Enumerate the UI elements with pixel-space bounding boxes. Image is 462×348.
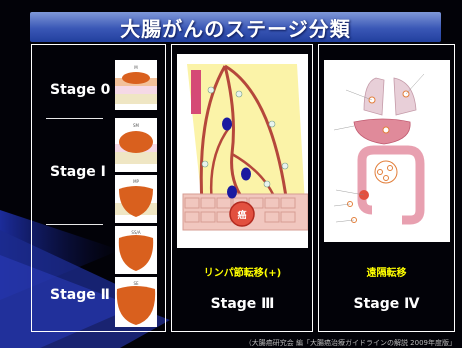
lymph-node-positive <box>227 186 237 199</box>
stage-3-label: Stage Ⅲ <box>177 296 308 312</box>
slide-title: 大腸がんのステージ分類 <box>120 13 351 42</box>
source-footnote: （大腸癌研究会 編「大腸癌治療ガイドラインの解説 2009年度版」 <box>245 338 456 348</box>
lymph-node-caption: リンパ節転移(+) <box>177 264 308 279</box>
title-bar: 大腸がんのステージ分類 <box>30 12 441 42</box>
stage-2-label: Stage Ⅱ <box>50 287 110 303</box>
tumor-depth-thumbnail: SM <box>115 118 157 172</box>
tumor-sm-diagram: SM <box>115 118 157 172</box>
vessel-bar <box>191 70 201 114</box>
tumor-depth-thumbnail: SE <box>115 277 157 327</box>
tumor-depth-thumbnail: MP <box>115 175 157 223</box>
stage-0-label: Stage 0 <box>50 82 110 98</box>
distant-metastasis-diagram <box>324 60 450 242</box>
distant-metastasis-caption: 遠隔転移 <box>318 264 455 279</box>
tag-m: M <box>134 65 138 70</box>
lymph-node-positive <box>241 168 251 181</box>
tumor-depth-thumbnail: SS/A <box>115 226 157 274</box>
tag-sm: SM <box>133 123 140 128</box>
stage-divider <box>46 118 103 119</box>
tumor-m-diagram: M <box>115 60 157 110</box>
stage-divider <box>46 224 103 225</box>
stage-4-label: Stage Ⅳ <box>318 296 455 312</box>
lymph-node-illustration: 癌 <box>177 54 308 248</box>
stage-1-label: Stage Ⅰ <box>50 164 106 180</box>
tumor-se-diagram: SE <box>115 277 157 327</box>
tag-mp: MP <box>133 179 139 184</box>
tumor-mp-diagram: MP <box>115 175 157 223</box>
tag-ss: SS/A <box>131 230 140 235</box>
tumor-depth-thumbnail: M <box>115 60 157 110</box>
tumor-label: 癌 <box>237 209 246 221</box>
lymph-node-positive <box>222 118 232 131</box>
distant-metastasis-illustration <box>324 60 450 242</box>
tumor-ss-diagram: SS/A <box>115 226 157 274</box>
lymph-node-diagram: 癌 <box>177 54 308 248</box>
tag-se: SE <box>133 281 139 286</box>
